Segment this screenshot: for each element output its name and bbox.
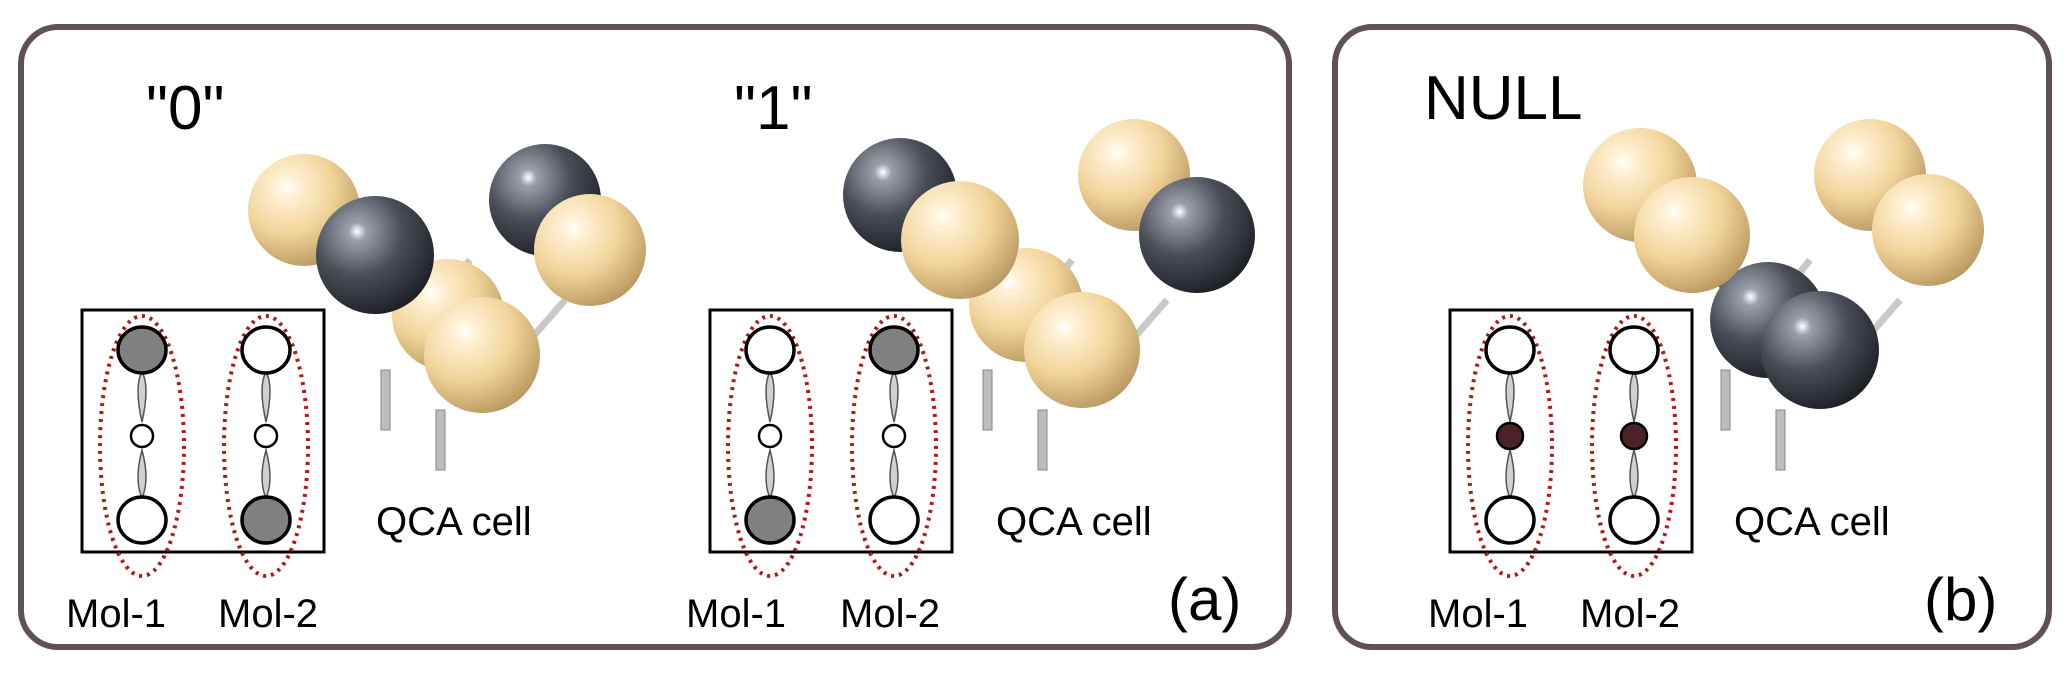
light-sphere — [1024, 292, 1140, 408]
mol-1-bond — [765, 447, 775, 500]
mol-1-bottom-dot — [116, 495, 168, 545]
state-label-zero: "0" — [146, 74, 225, 143]
state-zero-molecule-box — [80, 308, 326, 578]
mol-1-bond — [765, 370, 775, 423]
state-one-qca-cell — [843, 119, 1255, 471]
light-sphere — [424, 297, 540, 413]
mol-2-middle-dot — [253, 423, 279, 449]
mol-2-bond — [889, 447, 899, 500]
state-zero-qca-cell — [248, 144, 646, 471]
mol-1-middle-dot — [129, 423, 155, 449]
mol-1-bottom-dot — [1484, 495, 1536, 545]
mol-1-label: Mol-1 — [66, 592, 167, 636]
mol-1-bottom-dot — [744, 495, 796, 545]
pillar — [1775, 409, 1786, 471]
state-null-molecule-box — [1448, 308, 1694, 578]
mol-1-middle-dot — [1495, 421, 1525, 451]
mol-2-bond — [889, 370, 899, 423]
state-label-one: "1" — [734, 74, 813, 143]
mol-1-bond — [1505, 447, 1515, 500]
mol-1-bond — [137, 447, 147, 500]
qca-cell-label: QCA cell — [1734, 500, 1890, 544]
panel-letter-a: (a) — [1168, 566, 1242, 633]
dark-sphere — [1761, 291, 1879, 409]
mol-2-ellipse — [1590, 314, 1678, 578]
mol-2-middle-dot — [1619, 421, 1649, 451]
mol-2-bond — [261, 370, 271, 423]
light-sphere — [1634, 177, 1750, 293]
mol-2-top-dot — [868, 325, 920, 375]
pillar — [982, 369, 993, 431]
mol-2-middle-dot — [881, 423, 907, 449]
light-sphere — [534, 194, 646, 306]
mol-1-middle-dot — [757, 423, 783, 449]
mol-1-top-dot — [1484, 325, 1536, 375]
rod — [1129, 297, 1170, 343]
mol-2-bond — [1629, 447, 1639, 500]
pillar — [1037, 409, 1048, 471]
mol-1-label: Mol-1 — [1428, 592, 1529, 636]
mol-1-ellipse — [98, 314, 186, 578]
mol-1-bond — [1505, 370, 1515, 423]
molecule-frame — [80, 308, 326, 554]
molecule-frame — [708, 308, 954, 554]
mol-2-label: Mol-2 — [840, 592, 941, 636]
state-null-qca-cell — [1583, 119, 1984, 471]
pillar — [1720, 369, 1731, 431]
mol-1-ellipse — [1466, 314, 1554, 578]
light-sphere — [901, 181, 1019, 299]
mol-2-top-dot — [240, 325, 292, 375]
mol-2-bond — [1629, 370, 1639, 423]
mol-1-ellipse — [726, 314, 814, 578]
dark-sphere — [316, 196, 434, 314]
mol-2-label: Mol-2 — [1580, 592, 1681, 636]
light-sphere — [1872, 174, 1984, 286]
mol-2-label: Mol-2 — [218, 592, 319, 636]
mol-2-ellipse — [850, 314, 938, 578]
state-one-molecule-box — [708, 308, 954, 578]
dark-sphere — [1139, 177, 1255, 293]
state-label-null: NULL — [1424, 64, 1583, 133]
pillar — [380, 369, 391, 431]
panel-letter-b: (b) — [1924, 566, 1998, 633]
mol-1-top-dot — [116, 325, 168, 375]
mol-2-bond — [261, 447, 271, 500]
mol-2-bottom-dot — [1608, 495, 1660, 545]
mol-1-bond — [137, 370, 147, 423]
qca-cell-label: QCA cell — [376, 500, 532, 544]
molecule-frame — [1448, 308, 1694, 554]
mol-2-bottom-dot — [240, 495, 292, 545]
qca-cell-label: QCA cell — [996, 500, 1152, 544]
mol-2-top-dot — [1608, 325, 1660, 375]
mol-2-ellipse — [222, 314, 310, 578]
mol-2-bottom-dot — [868, 495, 920, 545]
mol-1-top-dot — [744, 325, 796, 375]
rod — [527, 297, 568, 343]
mol-1-label: Mol-1 — [686, 592, 787, 636]
pillar — [435, 409, 446, 471]
